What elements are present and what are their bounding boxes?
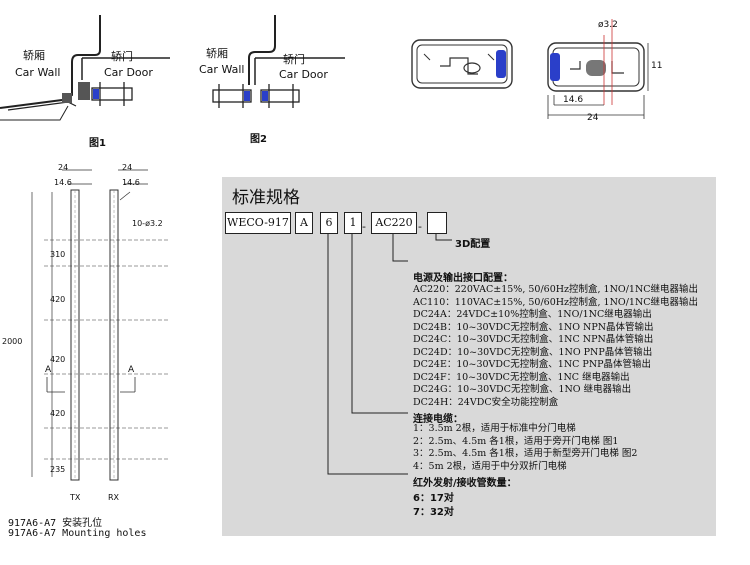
spec-panel: 标准规格 WECO-917 A 6 1 - AC220 - 3D配置 电源及输出… xyxy=(222,177,716,536)
cable-item: 4：5m 2根，适用于中分双折门电梯 xyxy=(413,460,567,472)
fig1-caption: 图1 xyxy=(89,138,106,149)
mnt-dim-146-left: 14.6 xyxy=(54,178,72,187)
figure-2-drawing xyxy=(212,15,345,108)
figure-1-drawing xyxy=(0,15,170,121)
dim-width: 24 xyxy=(587,113,599,123)
fig1-car-door-en: Car Door xyxy=(104,66,153,79)
cable-item: 3：2.5m、4.5m 各1根，适用于新型旁开门电梯 图2 xyxy=(413,448,638,459)
fig1-car-wall-en: Car Wall xyxy=(15,66,61,79)
model-box: WECO-917 xyxy=(225,212,291,234)
ir-item: 7：32对 xyxy=(413,507,454,518)
dim-height: 11 xyxy=(651,61,663,71)
leader-lines xyxy=(327,234,452,475)
mnt-rx-label: RX xyxy=(108,493,120,502)
mnt-section-a-left: A xyxy=(45,365,52,375)
power-item: DC24B：10~30VDC无控制盒、1NO NPN晶体管输出 xyxy=(413,321,654,333)
spec-title: 标准规格 xyxy=(232,188,300,208)
power-item: DC24E：10~30VDC无控制盒、1NC PNP晶体管输出 xyxy=(413,359,652,370)
mnt-seg-420a: 420 xyxy=(50,295,66,304)
section-view-right xyxy=(547,19,649,119)
power-item: AC110：110VAC±15%, 50/60Hz控制盒, 1NO/1NC继电器… xyxy=(413,296,699,308)
fig1-car-wall-cn: 轿厢 xyxy=(23,49,45,62)
cable-item: 1：3.5m 2根，适用于标准中分门电梯 xyxy=(413,423,576,434)
mnt-seg-420b: 420 xyxy=(50,355,66,364)
dash-1: - xyxy=(362,220,366,233)
fig2-car-door-en: Car Door xyxy=(279,68,328,81)
mnt-seg-420c: 420 xyxy=(50,409,66,418)
dim-inner: 14.6 xyxy=(563,95,584,105)
mnt-caption-en: 917A6-A7 Mounting holes xyxy=(8,528,147,539)
mnt-seg-235: 235 xyxy=(50,465,66,474)
power-item: DC24D：10~30VDC无控制盒、1NO PNP晶体管输出 xyxy=(413,346,653,358)
dim-hole: ø3.2 xyxy=(598,20,618,30)
mnt-dim-146-right: 14.6 xyxy=(122,178,140,187)
mnt-seg-310: 310 xyxy=(50,250,66,259)
fig2-car-wall-cn: 轿厢 xyxy=(206,47,228,60)
power-item: DC24C：10~30VDC无控制盒、1NC NPN晶体管输出 xyxy=(413,334,654,345)
power-item: DC24H：24VDC安全功能控制盒 xyxy=(413,396,559,408)
power-item: DC24G：10~30VDC无控制盒、1NO 继电器输出 xyxy=(413,384,632,395)
section-view-left xyxy=(411,39,513,89)
code-6-box: 6 xyxy=(320,212,338,234)
power-item: DC24F：10~30VDC无控制盒、1NC 继电器输出 xyxy=(413,371,630,383)
code-blank-box xyxy=(427,212,447,234)
fig2-car-door-cn: 轿门 xyxy=(283,53,305,66)
ir-item: 6：17对 xyxy=(413,493,454,504)
code-ac-box: AC220 xyxy=(371,212,417,234)
power-item: AC220：220VAC±15%, 50/60Hz控制盒, 1NO/1NC继电器… xyxy=(413,284,699,295)
mnt-caption-cn: 917A6-A7 安装孔位 xyxy=(8,518,103,529)
mnt-tx-label: TX xyxy=(70,493,81,502)
mnt-dim-24-left: 24 xyxy=(58,163,69,172)
fig2-car-wall-en: Car Wall xyxy=(199,63,245,76)
power-title: 电源及输出接口配置： xyxy=(413,273,513,284)
label-3d: 3D配置 xyxy=(455,239,491,250)
cable-item: 2：2.5m、4.5m 各1根，适用于旁开门电梯 图1 xyxy=(413,435,619,447)
ir-title: 红外发射/接收管数量： xyxy=(413,478,517,489)
mnt-section-a-right: A xyxy=(128,365,135,375)
mnt-total: 2000 xyxy=(2,337,23,346)
fig2-caption: 图2 xyxy=(250,134,267,145)
fig1-car-door-cn: 轿门 xyxy=(111,50,133,63)
code-1-box: 1 xyxy=(344,212,362,234)
cable-title: 连接电缆： xyxy=(413,414,463,425)
code-a-box: A xyxy=(295,212,313,234)
dash-2: - xyxy=(418,220,422,233)
mounting-holes-diagram xyxy=(31,169,170,481)
mnt-dim-24-right: 24 xyxy=(122,163,133,172)
mnt-hole-note: 10-ø3.2 xyxy=(132,219,163,228)
power-item: DC24A：24VDC±10%控制盒、1NO/1NC继电器输出 xyxy=(413,309,652,320)
